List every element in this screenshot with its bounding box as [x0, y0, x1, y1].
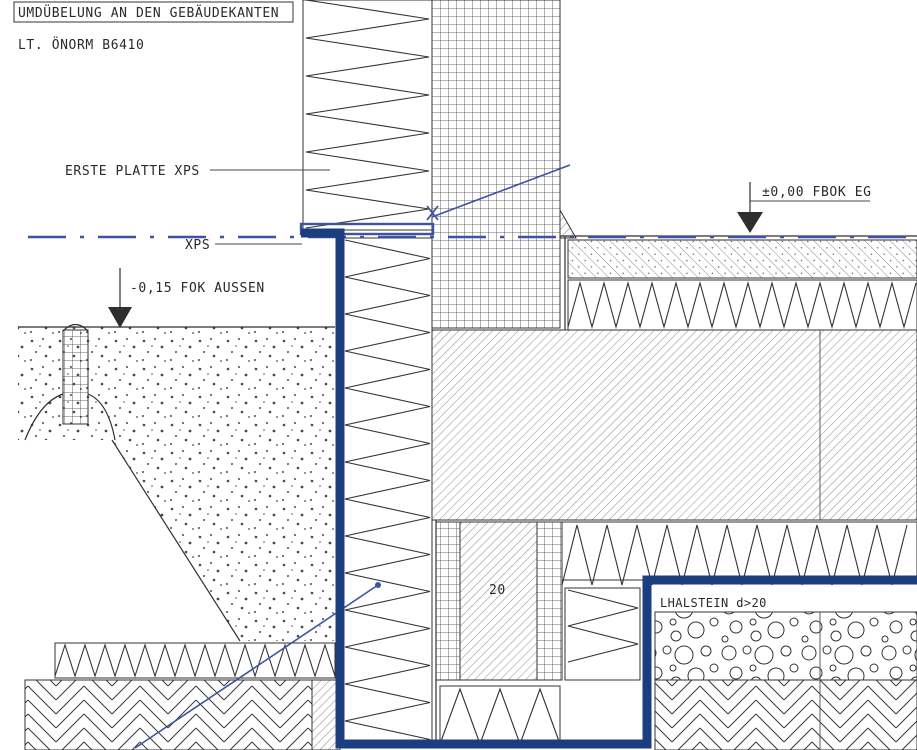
foundation-formwork-right	[536, 521, 563, 681]
outside-insulation-strip	[54, 642, 336, 679]
foundation-formwork-left	[435, 521, 461, 681]
wall-corner-fillet	[559, 208, 577, 239]
foundation-core	[459, 521, 538, 681]
masonry-wall	[431, 0, 561, 329]
foundation	[435, 520, 563, 745]
upper-xps-zigzag	[305, 0, 430, 229]
pebble-layer	[654, 611, 917, 681]
gravel-label: LHALSTEIN d>20	[660, 596, 767, 610]
floor-insulation-zigzag	[567, 280, 917, 330]
title-box	[13, 1, 294, 23]
foundation-side-insulation-outline	[564, 587, 641, 681]
title-text: UMDÜBELUNG AN DEN GEBÄUDEKANTEN	[18, 4, 279, 21]
floor-build-up	[560, 235, 917, 331]
under-slab-insulation	[561, 521, 917, 586]
foundation-side-insulation-zigzag	[567, 589, 639, 663]
xps-label: XPS	[185, 238, 210, 253]
outside-level-label: -0,15 FOK AUSSEN	[130, 281, 265, 296]
waterproofing-line	[301, 228, 917, 749]
drain-mound	[24, 393, 116, 441]
outside-gravel-fill	[18, 323, 335, 642]
upper-xps-panel	[302, 0, 433, 231]
norm-text: LT. ÖNORM B6410	[18, 36, 144, 53]
ground-right	[654, 679, 917, 750]
floor-level-marker: ±0,00 FBOK EG	[737, 182, 872, 233]
foundation-width-dimension: 20	[489, 583, 506, 598]
ground-soil	[24, 679, 917, 750]
foundation-bottom-insulation-zigzag	[439, 687, 561, 746]
sketch-diagonal-upper	[431, 164, 571, 218]
drain-post-cap	[62, 323, 89, 332]
first-panel-label: ERSTE PLATTE XPS	[65, 164, 200, 179]
outside-level-triangle	[108, 307, 132, 328]
sketch-cross-mark	[426, 205, 439, 221]
gravel-area	[18, 327, 335, 641]
under-slab-insulation-zigzag	[561, 524, 908, 586]
perimeter-xps-outline	[341, 237, 433, 745]
perimeter-xps-zigzag	[344, 239, 431, 741]
gravel-slope-line	[111, 439, 241, 642]
foundation-side-insulation	[564, 587, 641, 681]
ground-left	[24, 679, 313, 750]
sketch-dot	[375, 582, 381, 588]
hand-annotations	[28, 164, 917, 749]
ground-small-column	[311, 679, 341, 750]
outside-insulation-outline	[54, 642, 336, 679]
floor-level-triangle	[737, 212, 763, 233]
floor-screed	[567, 239, 917, 279]
perimeter-xps-panel	[341, 237, 433, 745]
foundation-bottom-insulation-outline	[439, 685, 561, 746]
outside-insulation-zigzag	[54, 643, 336, 678]
outside-level-marker: -0,15 FOK AUSSEN	[108, 268, 265, 328]
floor-level-label: ±0,00 FBOK EG	[762, 185, 872, 200]
under-slab-insulation-outline	[561, 521, 917, 581]
drain-post	[62, 329, 89, 425]
upper-xps-outline	[302, 0, 433, 231]
foundation-bottom-insulation	[439, 685, 561, 746]
concrete-slab	[431, 329, 917, 521]
